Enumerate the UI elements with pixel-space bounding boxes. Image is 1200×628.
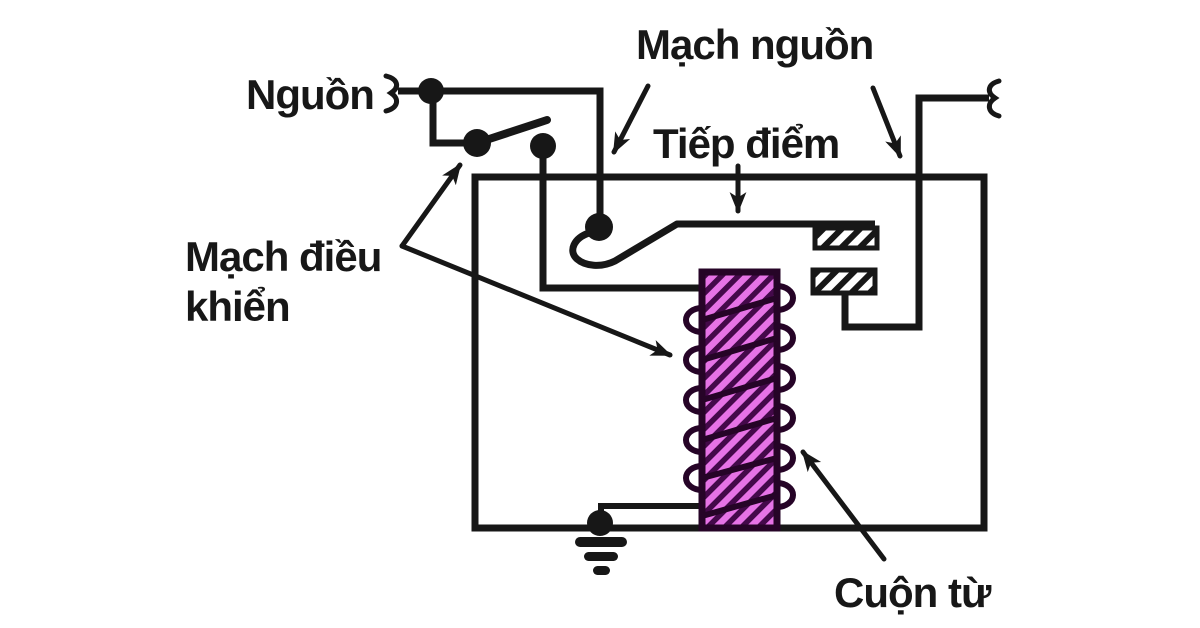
coil-winding-loops (683, 283, 796, 510)
coil-turn-dividers (701, 295, 778, 519)
annotation-arrows (399, 83, 903, 562)
label-control-circuit-line2: khiển (185, 283, 290, 330)
coil-feed-wire (539, 147, 702, 292)
load-terminal-icon (986, 78, 1002, 119)
load-output-wire (841, 94, 989, 331)
switch-contact-node (530, 133, 556, 159)
label-source: Nguồn (246, 71, 374, 118)
control-branch-wire (429, 91, 475, 147)
coil-arrow (800, 449, 887, 562)
label-contact: Tiếp điểm (653, 120, 839, 167)
source-node (418, 78, 444, 104)
power-supply-wire (398, 87, 604, 218)
ground-symbol-icon (575, 537, 627, 575)
source-terminal-icon (383, 73, 400, 114)
ground-node (587, 510, 613, 536)
power-circuit-arrow-right (870, 85, 903, 159)
control-circuit-arrow-lower (399, 243, 673, 358)
armature-lever (569, 220, 875, 269)
solenoid-coil (683, 268, 796, 532)
power-circuit-arrow-left (611, 83, 651, 155)
label-coil: Cuộn từ (834, 569, 992, 616)
coil-ground-wire (598, 503, 702, 518)
label-power-circuit: Mạch nguồn (636, 21, 873, 68)
switch-pivot-node (463, 129, 491, 157)
lower-fixed-contact (810, 267, 878, 296)
armature-pivot-node (585, 213, 613, 241)
control-circuit-arrow-upper (399, 162, 463, 249)
node-layer (418, 78, 613, 536)
label-control-circuit-line1: Mạch điều (185, 233, 381, 280)
upper-fixed-contact (812, 225, 880, 251)
